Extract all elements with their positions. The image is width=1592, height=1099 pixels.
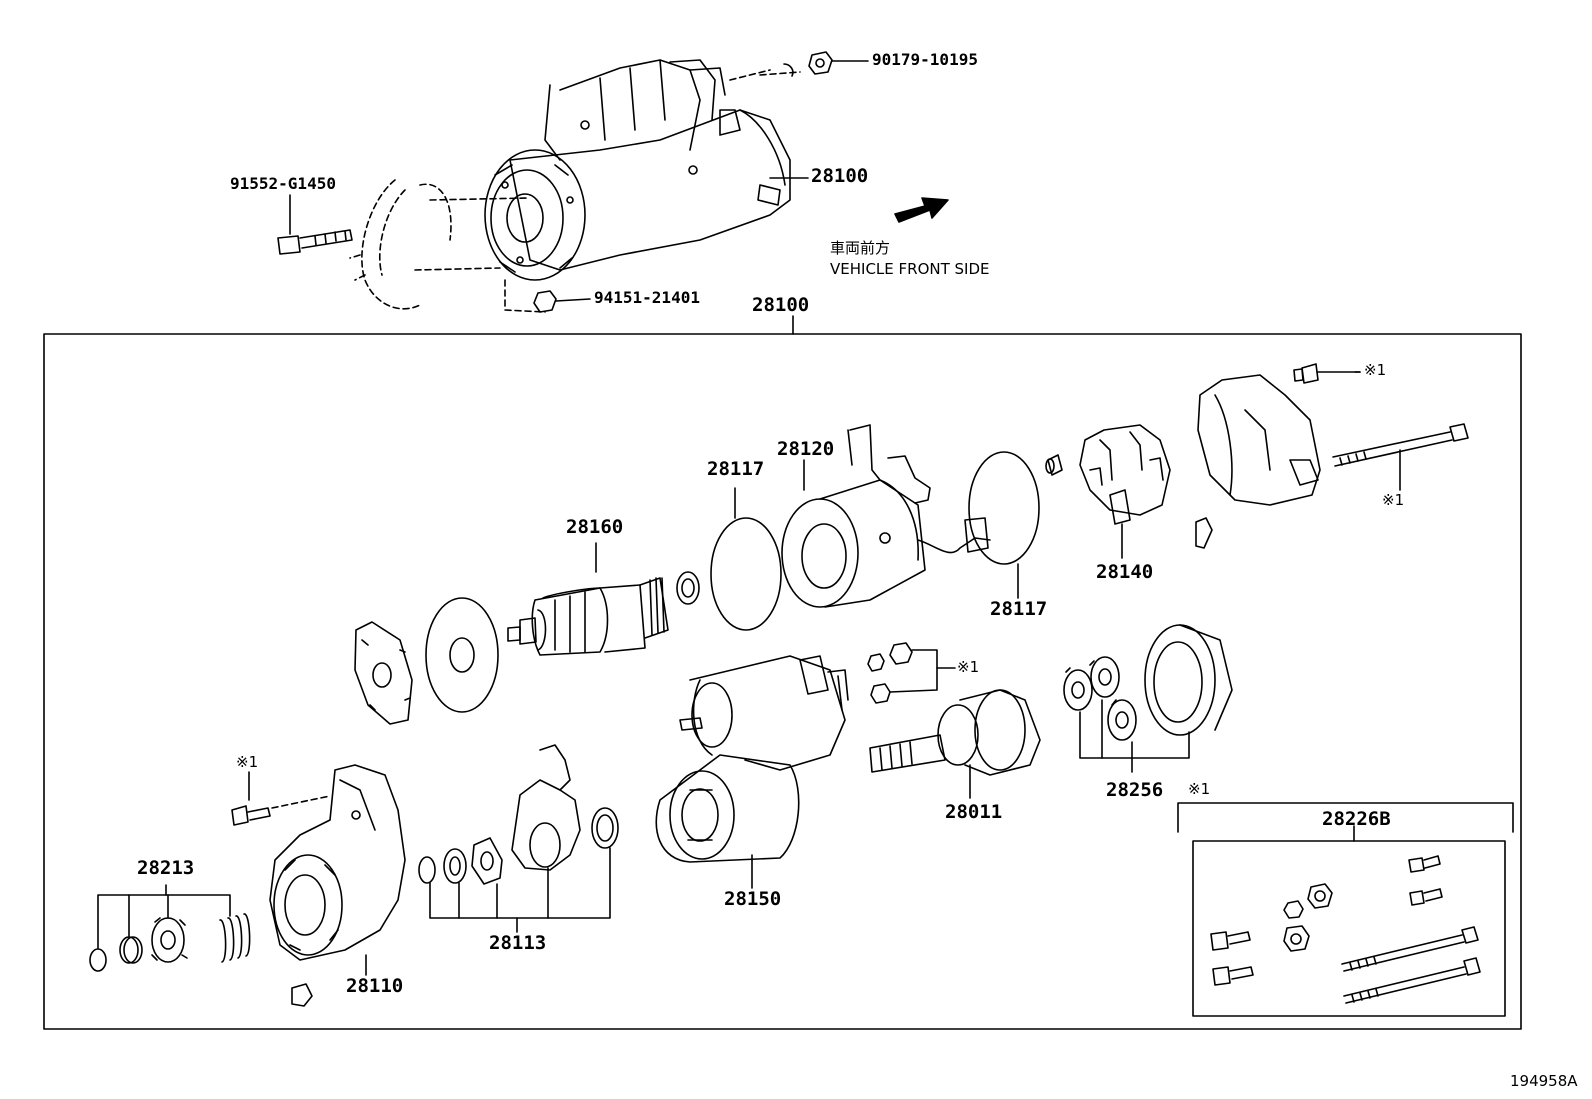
washer-left-28160 [677, 572, 699, 604]
pinion-set-28213 [90, 885, 250, 971]
label-28110: 28110 [346, 975, 404, 997]
lever-set-28113 [419, 745, 618, 932]
end-frame [1196, 364, 1468, 548]
cover-plate [355, 622, 412, 724]
label-28256: 28256 [1106, 779, 1164, 801]
label-28226b: 28226B [1322, 808, 1391, 830]
brush-holder-28140 [1080, 425, 1170, 558]
label-28120: 28120 [777, 438, 835, 460]
mark-1-nuts: ※1 [957, 658, 980, 676]
label-28150: 28150 [724, 888, 782, 910]
label-28011: 28011 [945, 801, 1003, 823]
gasket-28117-left [711, 488, 781, 630]
callout-28100-assembly: 28100 [752, 294, 810, 316]
label-28140: 28140 [1096, 561, 1154, 583]
solenoid-housing-28150 [656, 656, 848, 888]
callout-28100-top: 28100 [811, 165, 869, 187]
plunger-part [1046, 455, 1062, 475]
callout-91552-g1450: 91552-G1450 [230, 174, 336, 193]
starter-assembly-installed [278, 52, 948, 312]
callout-94151-21401: 94151-21401 [594, 288, 700, 307]
mark-1-housing-bolt: ※1 [236, 753, 259, 771]
label-28117-left: 28117 [707, 458, 765, 480]
mark-1-bolt: ※1 [1382, 491, 1405, 509]
mark-1-kit: ※1 [1188, 780, 1211, 798]
direction-en: VEHICLE FRONT SIDE [830, 260, 990, 278]
pinion-gears-28256 [1064, 625, 1232, 772]
callout-90179-10195: 90179-10195 [872, 50, 978, 69]
assembly-frame [44, 334, 1521, 1029]
yoke-28120 [782, 425, 990, 607]
label-28113: 28113 [489, 932, 547, 954]
label-28160: 28160 [566, 516, 624, 538]
label-28213: 28213 [137, 857, 195, 879]
label-28117-right: 28117 [990, 598, 1048, 620]
armature-28160 [508, 543, 668, 655]
nuts-mark1 [868, 643, 955, 703]
direction-jp: 車両前方 [830, 239, 891, 257]
gasket-28117-right [969, 452, 1039, 598]
kit-28226b [1178, 803, 1513, 1016]
brush-plate-disc [426, 598, 498, 712]
reference-code: 194958A [1510, 1072, 1578, 1090]
mark-1-top: ※1 [1364, 361, 1387, 379]
clutch-shaft-28011 [870, 690, 1040, 798]
drive-housing-28110 [232, 765, 405, 1006]
